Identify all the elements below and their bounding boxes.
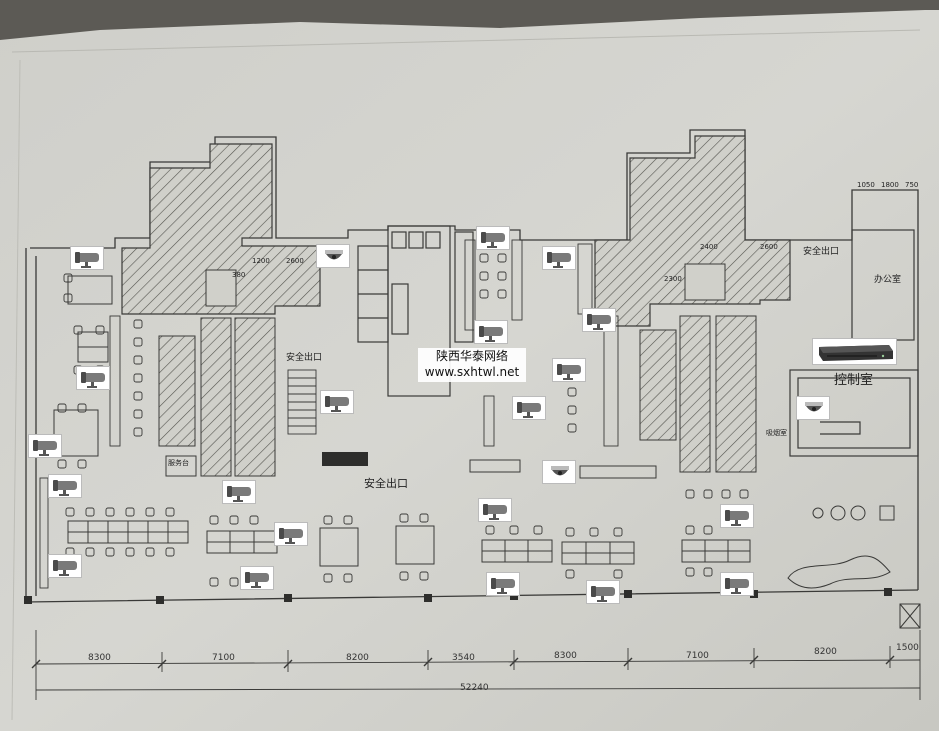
dvr-recorder-icon (812, 338, 897, 365)
axis-dim-3: 8200 (346, 653, 369, 663)
safety-exit-right-label: 安全出口 (803, 247, 840, 257)
hatch-col-left-3 (234, 317, 276, 477)
hatch-inner-right (684, 263, 726, 301)
bullet-camera-icon (582, 308, 616, 332)
axis-dim-1: 8300 (88, 653, 111, 663)
chairs (57, 253, 749, 587)
lounge-curve (787, 555, 891, 589)
desk-rows (53, 275, 751, 567)
dark-block (322, 452, 368, 466)
axis-dim-2: 7100 (212, 653, 235, 663)
watermark-line-2: www.sxhtwl.net (424, 365, 520, 379)
axis-dim-7: 8200 (814, 647, 837, 657)
watermark: 陕西华泰网络 www.sxhtwl.net (418, 348, 526, 382)
central-core (357, 225, 474, 397)
inner-dim-4: 2600 (760, 243, 778, 251)
hatch-col-right-1 (639, 329, 677, 441)
bullet-camera-icon (720, 504, 754, 528)
elevator-box (899, 603, 921, 629)
bullet-camera-icon (542, 246, 576, 270)
paper-fold-line (11, 29, 921, 53)
bullet-camera-icon (486, 572, 520, 596)
hatch-col-right-3 (715, 315, 757, 473)
inner-dim-2: 2600 (286, 257, 304, 265)
hatch-col-right-2 (679, 315, 711, 473)
bullet-camera-icon (76, 366, 110, 390)
bullet-camera-icon (478, 498, 512, 522)
safety-exit-center-label: 安全出口 (364, 477, 408, 490)
watermark-line-1: 陕西华泰网络 (435, 349, 508, 363)
hatch-block-left (121, 143, 321, 315)
bullet-camera-icon (70, 246, 104, 270)
inner-dim-8: 2300 (664, 275, 682, 283)
hatch-col-left-2 (200, 317, 232, 477)
bullet-camera-icon (476, 226, 510, 250)
round-tables (812, 505, 895, 521)
total-dimension: 52240 (460, 683, 489, 693)
inner-dim-6: 1800 (881, 181, 899, 189)
stair-left (287, 369, 317, 435)
inner-dim-7: 750 (905, 181, 919, 189)
inner-dim-3: 2400 (700, 243, 718, 251)
office-label: 办公室 (874, 275, 902, 285)
bullet-camera-icon (48, 554, 82, 578)
control-room-label: 控制室 (834, 373, 874, 388)
bullet-camera-icon (720, 572, 754, 596)
reception-label: 服务台 (168, 459, 189, 467)
safety-exit-left-label: 安全出口 (286, 353, 323, 363)
dome-camera-icon (796, 396, 830, 420)
dome-camera-icon (542, 460, 576, 484)
axis-dim-8: 1500 (896, 643, 919, 653)
bottom-columns (24, 588, 892, 604)
bullet-camera-icon (222, 480, 256, 504)
dimension-lines (35, 630, 921, 700)
bullet-camera-icon (240, 566, 274, 590)
hatch-block-right (594, 135, 791, 327)
axis-dim-5: 8300 (554, 651, 577, 661)
bullet-camera-icon (552, 358, 586, 382)
bullet-camera-icon (320, 390, 354, 414)
bullet-camera-icon (28, 434, 62, 458)
inner-dim-5: 1050 (857, 181, 875, 189)
bullet-camera-icon (274, 522, 308, 546)
bullet-camera-icon (474, 320, 508, 344)
axis-dim-4: 3540 (452, 653, 475, 663)
bullet-camera-icon (586, 580, 620, 604)
elevator-cross (899, 603, 921, 629)
axis-dim-6: 7100 (686, 651, 709, 661)
dim-ticks (31, 655, 895, 669)
hatch-col-left-1 (158, 335, 196, 447)
hatch-inner-left (205, 269, 237, 307)
inner-dim-9: 380 (232, 271, 246, 279)
small-room-label: 吸烟室 (766, 429, 787, 437)
paper-fold-line-2 (11, 59, 21, 721)
inner-dim-1: 1200 (252, 257, 270, 265)
bullet-camera-icon (512, 396, 546, 420)
dome-camera-icon (316, 244, 350, 268)
bullet-camera-icon (48, 474, 82, 498)
